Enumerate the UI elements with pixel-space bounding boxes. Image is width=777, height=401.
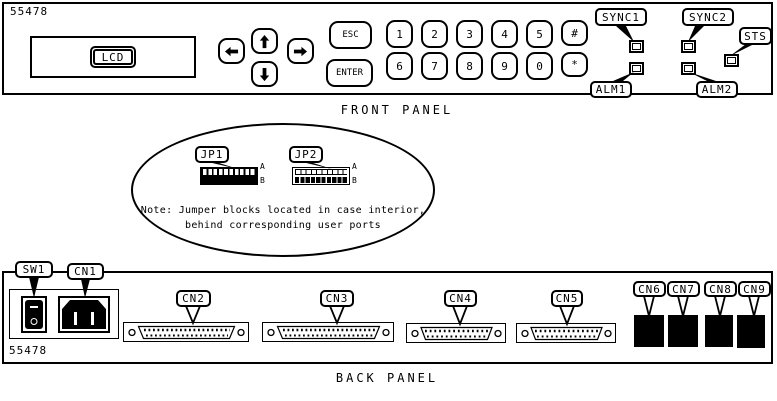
switch-off-mark — [30, 318, 38, 325]
key-9: 9 — [491, 52, 518, 80]
arrow-left-key — [218, 38, 245, 64]
enter-key: ENTER — [326, 59, 373, 87]
jp2-jumper-block — [292, 167, 350, 185]
cn6-jack — [634, 315, 664, 347]
power-switch — [21, 296, 47, 333]
key-6: 6 — [386, 52, 413, 80]
sts-callout: STS — [739, 27, 772, 45]
cn2-callout: CN2 — [176, 290, 211, 307]
arrow-down-key — [251, 61, 278, 87]
sync2-callout: SYNC2 — [682, 8, 734, 26]
cn3-callout: CN3 — [320, 290, 354, 307]
lcd-badge: LCD — [90, 46, 136, 68]
switch-on-mark — [30, 306, 38, 308]
sync2-led — [681, 40, 696, 53]
jp1-callout: JP1 — [195, 146, 229, 163]
key-5: 5 — [526, 20, 553, 48]
cn2-connector — [123, 322, 249, 342]
jumper-note-line1: Note: Jumper blocks located in case inte… — [140, 205, 426, 216]
arrow-left-icon — [224, 44, 239, 59]
dsub25-icon — [410, 326, 502, 340]
key-hash: # — [561, 20, 588, 46]
arrow-up-icon — [257, 34, 272, 49]
alm1-callout: ALM1 — [590, 81, 632, 98]
cn3-connector — [262, 322, 394, 342]
cn4-callout: CN4 — [444, 290, 477, 307]
key-star: * — [561, 52, 588, 77]
cn1-callout: CN1 — [67, 263, 104, 280]
jp1-row-a-label: A — [260, 162, 265, 171]
back-panel-caption: BACK PANEL — [335, 371, 439, 385]
alm1-led — [629, 62, 644, 75]
key-1: 1 — [386, 20, 413, 48]
cn9-callout: CN9 — [738, 281, 771, 297]
key-8: 8 — [456, 52, 483, 80]
key-2: 2 — [421, 20, 448, 48]
cn7-jack — [668, 315, 698, 347]
sync1-callout: SYNC1 — [595, 8, 647, 26]
cn8-callout: CN8 — [704, 281, 737, 297]
cn7-callout: CN7 — [667, 281, 700, 297]
back-part-number: 55478 — [9, 344, 48, 357]
lcd-label: LCD — [93, 49, 133, 65]
front-part-number: 55478 — [10, 5, 49, 18]
dsub25-icon — [520, 326, 612, 340]
jp2-callout: JP2 — [289, 146, 323, 163]
power-rocker — [25, 300, 43, 329]
jp1-row-b-label: B — [260, 176, 265, 185]
key-0: 0 — [526, 52, 553, 80]
esc-key: ESC — [329, 21, 372, 49]
arrow-right-key — [287, 38, 314, 64]
power-inlet — [58, 296, 110, 333]
arrow-right-icon — [293, 44, 308, 59]
cn9-jack — [737, 315, 765, 348]
arrow-down-icon — [257, 67, 272, 82]
jumper-note-line2: behind corresponding user ports — [185, 220, 381, 231]
key-4: 4 — [491, 20, 518, 48]
jp2-row-b-label: B — [352, 176, 357, 185]
dsub37-icon — [266, 325, 390, 339]
cn5-callout: CN5 — [551, 290, 583, 307]
cn6-callout: CN6 — [633, 281, 666, 297]
sw1-callout: SW1 — [15, 261, 53, 278]
cn5-connector — [516, 323, 616, 343]
key-7: 7 — [421, 52, 448, 80]
key-3: 3 — [456, 20, 483, 48]
power-inlet-icon — [62, 300, 106, 329]
dsub37-icon — [127, 325, 245, 339]
lcd-display-area: LCD — [30, 36, 196, 78]
alm2-led — [681, 62, 696, 75]
alm2-callout: ALM2 — [696, 81, 738, 98]
cn8-jack — [705, 315, 733, 347]
arrow-up-key — [251, 28, 278, 54]
cn4-connector — [406, 323, 506, 343]
jumper-note-ellipse — [131, 123, 435, 257]
sts-led — [724, 54, 739, 67]
front-panel-caption: FRONT PANEL — [340, 103, 454, 117]
jp2-row-a-label: A — [352, 162, 357, 171]
jp1-jumper-block — [200, 167, 258, 185]
sync1-led — [629, 40, 644, 53]
